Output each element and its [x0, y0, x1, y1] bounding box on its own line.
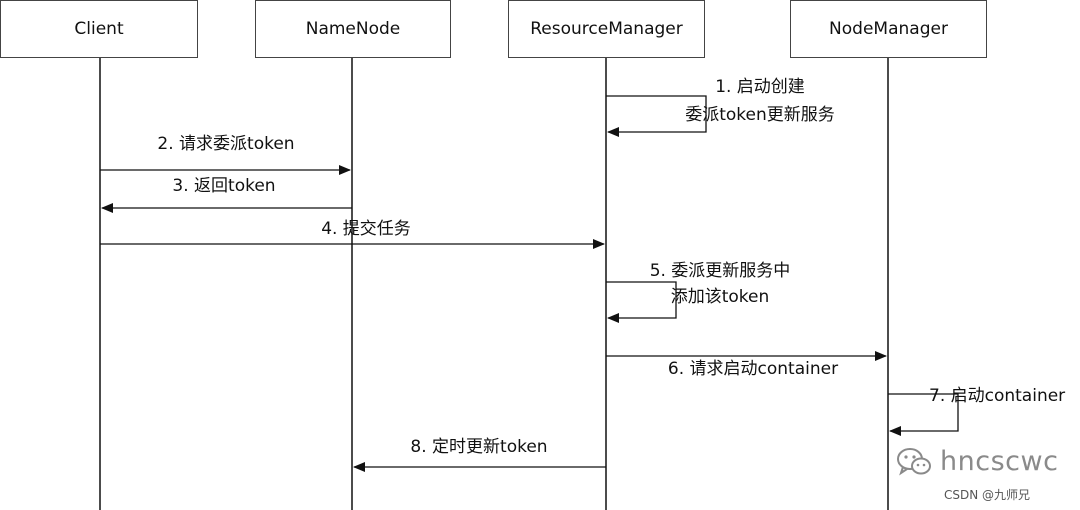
participant-nodemanager: NodeManager	[790, 0, 987, 58]
watermark-text: hncscwc	[940, 446, 1059, 477]
arrow-m1	[606, 95, 707, 137]
participant-namenode: NameNode	[255, 0, 451, 58]
message-label-m5-line2: 添加该token	[670, 287, 770, 307]
message-label-m6: 6. 请求启动container	[667, 359, 839, 379]
participant-label: ResourceManager	[530, 19, 683, 39]
message-label-m4: 4. 提交任务	[321, 219, 411, 239]
participant-label: NodeManager	[829, 19, 948, 39]
participant-label: Client	[74, 19, 124, 39]
message-label-m3: 3. 返回token	[172, 176, 276, 196]
participant-label: NameNode	[305, 19, 401, 39]
participant-resourcemanager: ResourceManager	[508, 0, 705, 58]
message-label-m8: 8. 定时更新token	[410, 437, 548, 457]
arrow-m7	[888, 393, 959, 436]
wechat-icon	[897, 447, 931, 475]
participant-client: Client	[0, 0, 198, 58]
message-label-m5-line1: 5. 委派更新服务中	[649, 261, 791, 281]
credit-text: CSDN @九师兄	[944, 488, 1031, 502]
message-label-m7: 7. 启动container	[929, 386, 1066, 406]
message-label-m2: 2. 请求委派token	[157, 134, 295, 154]
arrow-m5	[606, 281, 677, 323]
message-label-m1-line1: 1. 启动创建	[715, 77, 805, 97]
watermark: hncscwc	[896, 446, 1058, 477]
message-label-m1-line2: 委派token更新服务	[685, 105, 835, 125]
